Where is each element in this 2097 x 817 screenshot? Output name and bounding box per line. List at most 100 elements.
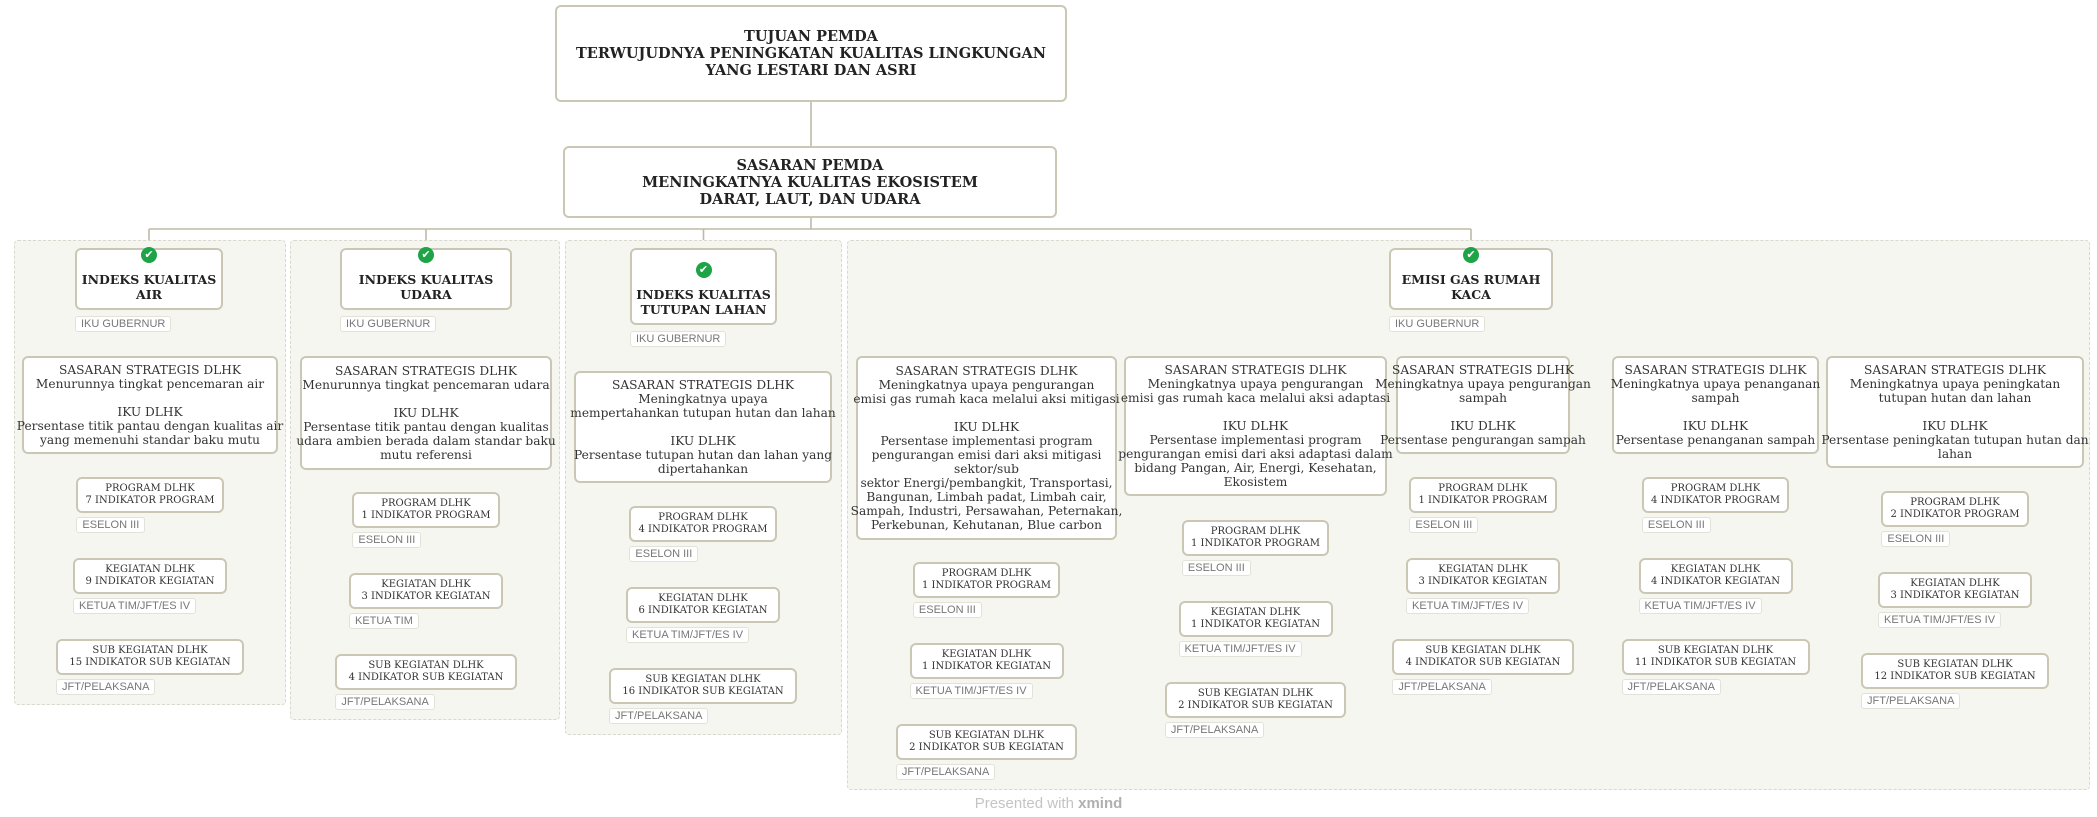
strategy-node-line: sektor Energi/pembangkit, Transportasi, (860, 476, 1113, 490)
check-badge-icon: ✔ (695, 262, 712, 278)
strategy-node-line: Menurunnya tingkat pencemaran air (35, 377, 265, 391)
footer-prefix: Presented with (974, 795, 1074, 812)
program-level-tag: ESELON III (1181, 560, 1251, 576)
activity-level-tag: KETUA TIM/JFT/ES IV (1178, 641, 1302, 657)
activity-node-line: 3 INDIKATOR KEGIATAN (1418, 576, 1548, 587)
strategy-node-line: IKU DLHK (117, 405, 183, 419)
activity-node-line: KEGIATAN DLHK (941, 649, 1032, 660)
activity-node-line: 6 INDIKATOR KEGIATAN (638, 605, 768, 616)
indicator-node-line: TUTUPAN LAHAN (640, 302, 767, 317)
strategy-node-line: pengurangan emisi dari aksi mitigasi (871, 448, 1102, 462)
strategy-node-line: Persentase titik pantau dengan kualitas … (16, 419, 284, 433)
subactivity-node-line: SUB KEGIATAN DLHK (368, 660, 484, 671)
program-node-line: 1 INDIKATOR PROGRAM (1191, 538, 1320, 549)
indicator-node[interactable]: ✔INDEKS KUALITAS UDARA (340, 247, 512, 310)
subactivity-node-line: SUB KEGIATAN DLHK (92, 645, 208, 656)
activity-node-line: 9 INDIKATOR KEGIATAN (85, 576, 215, 587)
strategy-node-line: mempertahankan tutupan hutan dan lahan (570, 406, 836, 420)
activity-level-tag: KETUA TIM/JFT/ES IV (1638, 598, 1762, 614)
strategy-node-line: Sampah, Industri, Persawahan, Peternakan… (850, 504, 1123, 518)
strategy-node-line: Meningkatnya upaya pengurangan (1375, 377, 1591, 391)
program-node-line: 1 INDIKATOR PROGRAM (922, 580, 1051, 591)
iku-gubernur-tag: IKU GUBERNUR (630, 331, 727, 347)
strategy-node-line: SASARAN STRATEGIS DLHK (1624, 363, 1807, 377)
check-badge-icon: ✔ (141, 247, 157, 263)
activity-node-line: 3 INDIKATOR KEGIATAN (361, 591, 491, 602)
target-node-line: DARAT, LAUT, DAN UDARA (699, 190, 921, 208)
program-node-line: PROGRAM DLHK (105, 483, 195, 494)
program-node-line: PROGRAM DLHK (1910, 497, 2000, 508)
program-level-tag: ESELON III (629, 546, 699, 562)
branch-zone (290, 240, 560, 720)
program-node-line: PROGRAM DLHK (1438, 483, 1528, 494)
strategy-node-line: sampah (1691, 391, 1740, 405)
strategy-node-line: SASARAN STRATEGIS DLHK (1392, 363, 1575, 377)
strategy-node-line: SASARAN STRATEGIS DLHK (611, 378, 794, 392)
strategy-node-line: yang memenuhi standar baku mutu (40, 433, 260, 447)
indicator-node[interactable]: ✔ INDEKS KUALITAS AIR (75, 247, 223, 310)
subactivity-level-tag: JFT/PELAKSANA (1861, 693, 1961, 709)
indicator-node-line: INDEKS KUALITAS (636, 287, 771, 302)
indicator-node-line: INDEKS KUALITAS AIR (81, 272, 217, 302)
indicator-node[interactable]: ✔EMISI GAS RUMAH KACA (1389, 247, 1553, 310)
footer-watermark: Presented with xmind (0, 795, 2097, 812)
program-level-tag: ESELON III (352, 532, 422, 548)
strategy-node-line: emisi gas rumah kaca melalui aksi adapta… (1120, 391, 1391, 405)
strategy-node-line: Menurunnya tingkat pencemaran udara (302, 378, 550, 392)
activity-node-line: KEGIATAN DLHK (105, 564, 195, 575)
activity-node-line: 3 INDIKATOR KEGIATAN (1890, 590, 2020, 601)
subactivity-node-line: 12 INDIKATOR SUB KEGIATAN (1874, 671, 2036, 682)
strategy-node-line: bidang Pangan, Air, Energi, Kesehatan, (1134, 461, 1377, 475)
activity-node-line: 1 INDIKATOR KEGIATAN (921, 661, 1051, 672)
subactivity-node-line: 4 INDIKATOR SUB KEGIATAN (348, 672, 504, 683)
goal-node-line: TERWUJUDNYA PENINGKATAN KUALITAS LINGKUN… (576, 45, 1046, 62)
check-badge-icon: ✔ (1463, 247, 1479, 263)
program-level-tag: ESELON III (912, 602, 982, 618)
subactivity-node-line: SUB KEGIATAN DLHK (1897, 659, 2013, 670)
strategy-node-line: udara ambien berada dalam standar baku (296, 434, 556, 448)
strategy-node-line: dipertahankan (657, 462, 749, 476)
goal-node-line: YANG LESTARI DAN ASRI (705, 62, 917, 79)
program-level-tag: ESELON III (76, 517, 146, 533)
program-node-line: PROGRAM DLHK (658, 512, 748, 523)
strategy-node-line: Persentase implementasi program (880, 434, 1093, 448)
target-node-line: SASARAN PEMDA (736, 156, 884, 174)
subactivity-level-tag: JFT/PELAKSANA (1164, 722, 1265, 738)
strategy-node-line: Meningkatnya upaya penanganan (1610, 377, 1821, 391)
